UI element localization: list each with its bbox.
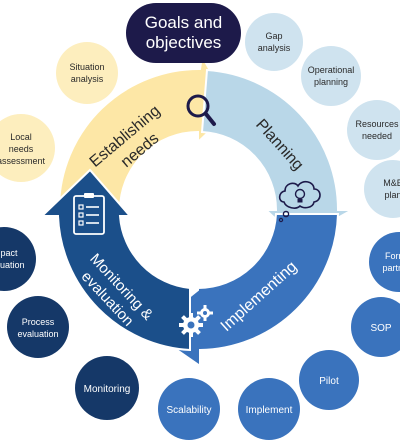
bubble-formal-line2: partners: [382, 263, 400, 273]
bubble-situation-analysis: Situation analysis: [56, 42, 118, 104]
bubble-monitoring: Monitoring: [75, 356, 139, 420]
bubble-local-line3: assessment: [0, 156, 46, 166]
goals-objectives-badge: Goals and objectives: [126, 3, 241, 63]
bubble-local-line2: needs: [9, 144, 34, 154]
bubble-formal-line1: Formal: [385, 251, 400, 261]
lightbulb-thought-icon: [278, 180, 321, 223]
bubble-monitoring-label: Monitoring: [84, 384, 131, 395]
bubble-impact-line2: evaluation: [0, 260, 25, 270]
segment-planning: [200, 68, 356, 242]
bubble-impact-line1: Impact: [0, 248, 18, 258]
goals-title-line1: Goals and: [144, 13, 223, 32]
bubble-situation-line2: analysis: [71, 74, 104, 84]
bubble-process-evaluation: Process evaluation: [7, 296, 69, 358]
bubble-local-line1: Local: [10, 132, 32, 142]
bubble-formal-partners: Formal partners: [369, 232, 400, 292]
bubble-process-line2: evaluation: [17, 329, 58, 339]
bubble-operational-line1: Operational: [308, 65, 355, 75]
gears-icon: [179, 305, 213, 337]
bubble-gap-analysis: Gap analysis: [245, 13, 303, 71]
bubble-local-needs: Local needs assessment: [0, 114, 55, 182]
bubble-implement: Implement: [238, 378, 300, 440]
bubble-pilot: Pilot: [299, 350, 359, 410]
checklist-icon: [73, 193, 105, 235]
bubble-scalability: Scalability: [158, 378, 220, 440]
bubble-gap-line2: analysis: [258, 43, 291, 53]
bubble-operational-line2: planning: [314, 77, 348, 87]
bubble-gap-line1: Gap: [265, 31, 282, 41]
bubble-me-line1: M&E: [383, 178, 400, 188]
bubble-me-line2: plan: [384, 190, 400, 200]
bubble-sop: SOP: [351, 297, 400, 357]
bubble-resources-line1: Resources: [355, 119, 399, 129]
bubble-me-plan: M&E plan: [364, 160, 400, 218]
bubble-sop-label: SOP: [370, 323, 391, 334]
bubble-implement-label: Implement: [246, 405, 293, 416]
bubble-operational-planning: Operational planning: [301, 46, 361, 106]
goals-title-line2: objectives: [145, 33, 222, 52]
bubble-situation-line1: Situation: [69, 62, 104, 72]
bubble-process-line1: Process: [22, 317, 55, 327]
segment-establishing-needs: [57, 52, 234, 212]
bubble-pilot-label: Pilot: [319, 376, 339, 387]
bubble-scalability-label: Scalability: [166, 405, 211, 416]
bubble-resources-line2: needed: [362, 131, 392, 141]
bubble-resources-needed: Resources needed: [347, 100, 400, 160]
bubble-impact-evaluation: Impact evaluation: [0, 227, 36, 291]
magnifier-icon: [186, 94, 216, 126]
